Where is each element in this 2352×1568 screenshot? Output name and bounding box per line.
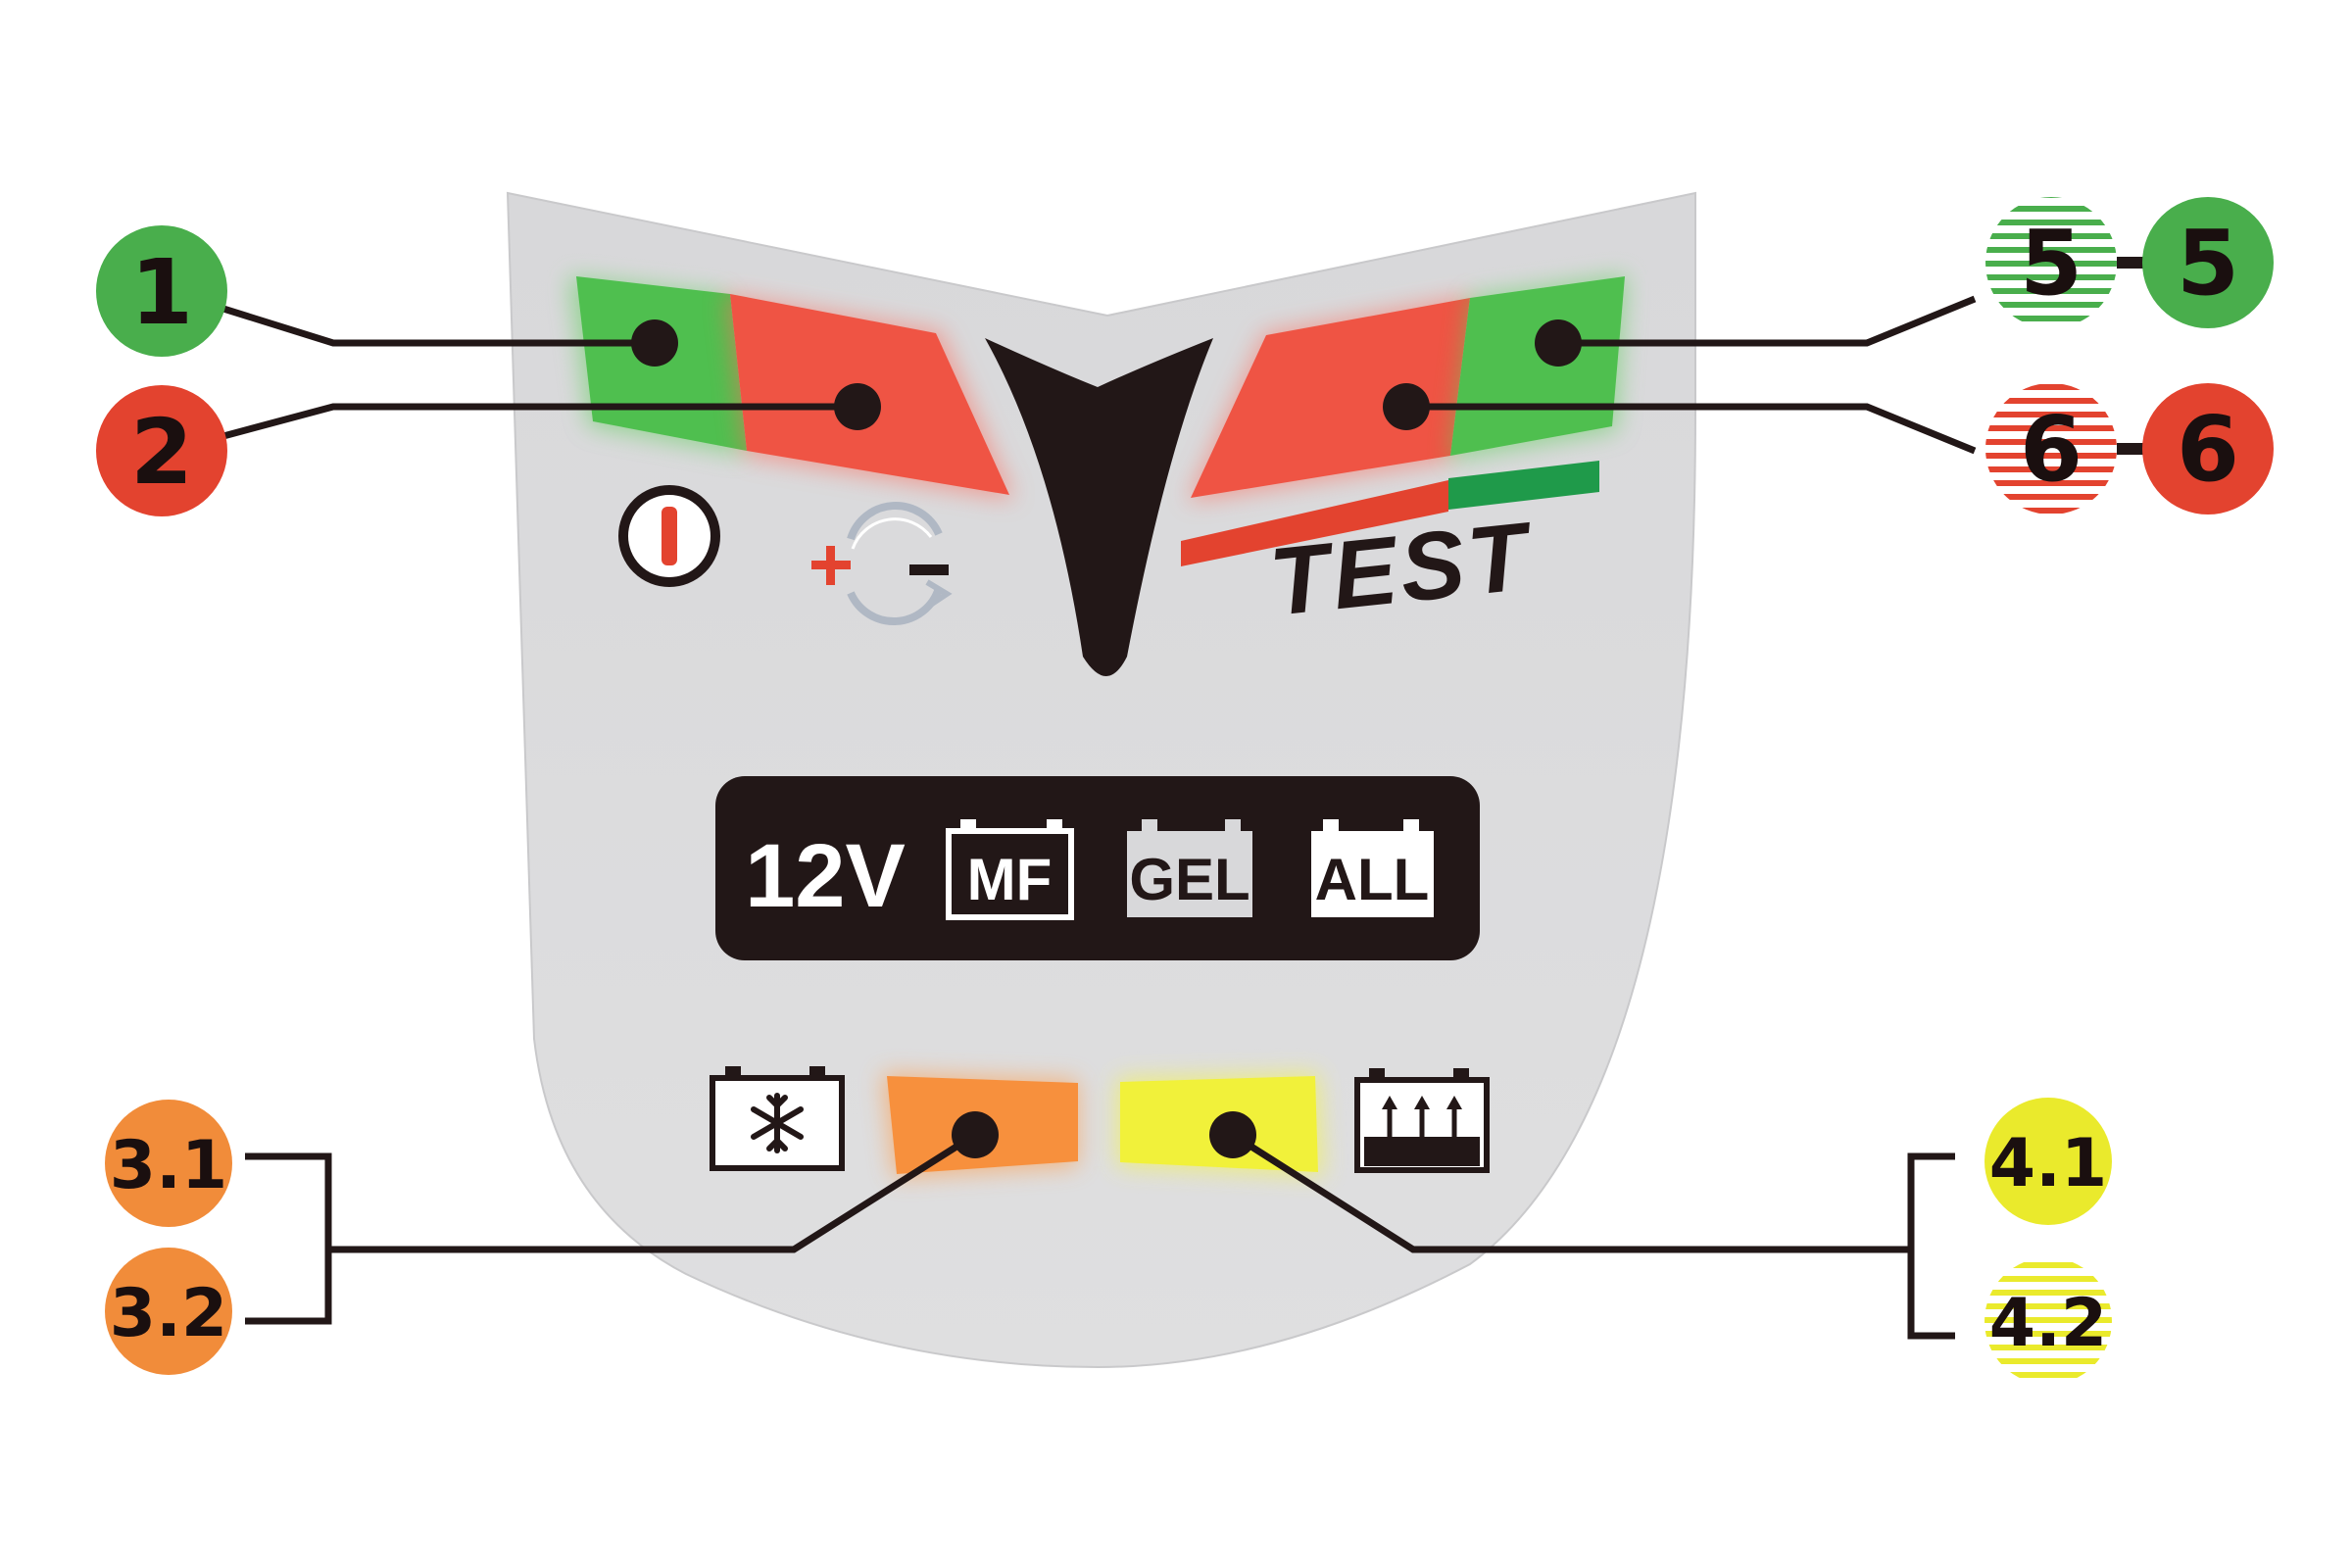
callout-6-blinking: 6 [1985,383,2117,514]
callout-4-1: 4.1 [1984,1098,2112,1225]
led-dot-6 [1383,383,1430,430]
leader-line-3-feed [328,1132,977,1253]
leader-line-4 [1907,1152,1955,1340]
callout-6-label: 6 [2177,397,2239,502]
led-dot-4 [1209,1111,1256,1158]
battery-charge-icon [1354,1068,1490,1173]
callout-2: 2 [96,385,227,516]
led-dots [631,319,1582,1158]
callout-3-2: 3.2 [105,1248,232,1375]
green-led-right [1450,276,1625,456]
leader-lines [221,295,1977,1340]
battery-type-all-label: ALL [1315,847,1430,912]
callout-3-2-label: 3.2 [110,1275,227,1352]
battery-type-gel-label: GEL [1129,847,1250,912]
callout-6-dash [2117,443,2146,455]
test-stripe-red [1181,480,1448,566]
polarity-swap-icon [811,501,953,626]
callout-1: 1 [96,225,227,357]
callout-6: 6 [2142,383,2274,514]
callout-4-2-label: 4.2 [1989,1285,2107,1362]
leader-line-2 [222,403,858,440]
leader-line-6 [1406,403,1977,455]
callout-1-label: 1 [130,240,193,345]
leader-line-3 [245,1152,332,1325]
battery-type-panel: 12V MF GEL ALL [715,776,1480,960]
battery-type-mf: MF [946,819,1074,920]
leader-line-4-feed [1231,1132,1911,1253]
battery-type-all: ALL [1311,819,1434,917]
voltage-label: 12V [745,826,906,926]
brand-v-logo [985,338,1213,676]
callout-4-1-label: 4.1 [1989,1125,2107,1202]
led-dot-2 [834,383,881,430]
battery-type-gel: GEL [1127,819,1252,917]
callout-5-dash [2117,257,2146,269]
status-lights-right [1188,274,1627,502]
battery-type-mf-label: MF [967,847,1053,912]
battery-type-box [715,776,1480,960]
callout-4-2: 4.2 [1984,1257,2112,1385]
led-dot-3 [952,1111,999,1158]
leader-line-1 [221,305,655,347]
led-dot-5 [1535,319,1582,367]
callout-6-blinking-label: 6 [2020,397,2082,502]
power-icon [618,485,720,587]
callout-5-blinking-label: 5 [2020,211,2082,316]
red-led-right [1191,298,1470,498]
callout-5-label: 5 [2177,211,2239,316]
callout-5-blinking: 5 [1985,197,2117,328]
callout-3-1-label: 3.1 [110,1127,227,1204]
callout-5: 5 [2142,197,2274,328]
led-dot-1 [631,319,678,367]
test-stripe-green [1448,461,1599,510]
leader-line-5 [1558,295,1977,347]
callout-3-1: 3.1 [105,1100,232,1227]
snowflake-battery-icon [710,1066,845,1171]
callout-2-label: 2 [130,400,193,505]
